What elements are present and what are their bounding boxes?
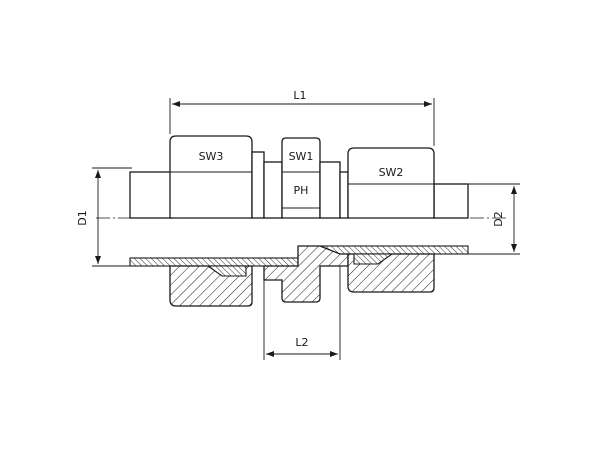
- collar-right: [319, 161, 341, 219]
- collar-left: [251, 151, 265, 219]
- right-ring: [353, 253, 394, 265]
- label-l2: L2: [295, 336, 308, 349]
- pipe-wall-left: [129, 257, 299, 267]
- label-sw1: SW1: [289, 150, 314, 163]
- section-view: [129, 245, 469, 307]
- label-ph: PH: [294, 184, 309, 197]
- dimensions: [92, 98, 520, 360]
- label-d1: D1: [76, 210, 89, 225]
- left-tube: [129, 171, 173, 219]
- collar-neck: [263, 161, 283, 219]
- label-d2: D2: [492, 211, 505, 226]
- label-sw2: SW2: [379, 166, 404, 179]
- right-tube: [433, 183, 469, 219]
- body-section: [263, 245, 349, 303]
- sw3-nut: [169, 135, 253, 219]
- sw1-body: [281, 137, 321, 219]
- pipe-wall-right: [319, 245, 469, 255]
- label-sw3: SW3: [199, 150, 224, 163]
- left-ring: [206, 265, 247, 277]
- upper-view: [129, 135, 469, 219]
- label-l1: L1: [293, 89, 306, 102]
- collar-right-step: [339, 171, 349, 219]
- sw2-nut: [347, 147, 435, 219]
